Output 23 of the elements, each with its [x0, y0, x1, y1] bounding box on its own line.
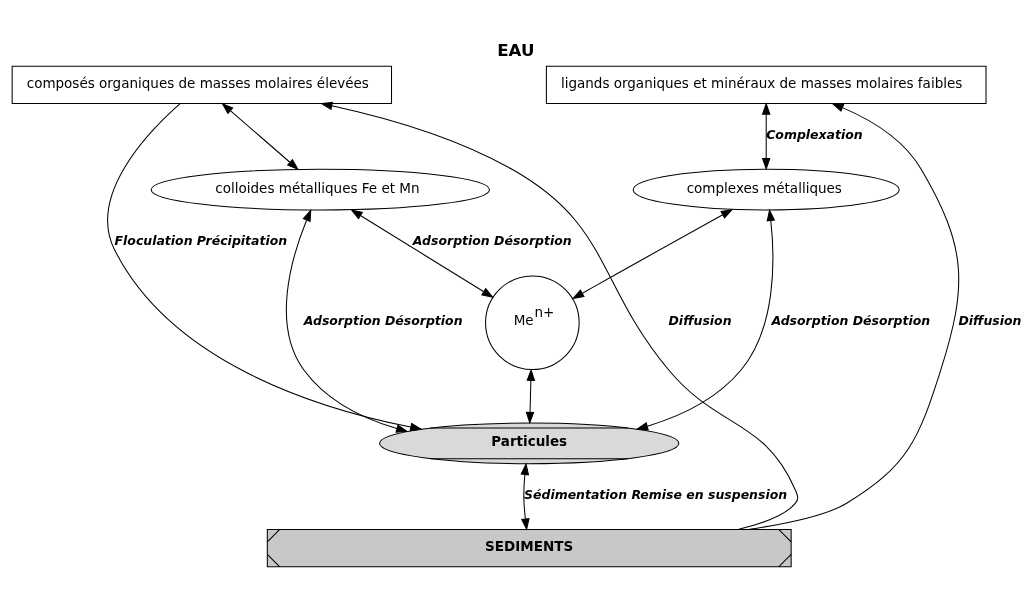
edge-label: Sédimentation Remise en suspension — [524, 486, 788, 502]
edge-label: Floculation Précipitation — [114, 232, 288, 248]
edge-label: Diffusion — [958, 312, 1022, 328]
diagram-title: EAU — [497, 40, 535, 60]
node-ellipse: complexes métalliques — [632, 168, 900, 211]
edge-label: Adsorption Désorption — [771, 312, 931, 328]
arrow — [319, 101, 799, 530]
node-box: ligands organiques et minéraux de masses molaires faibles — [545, 65, 987, 104]
node-box: composés organiques de masses molaires élevées — [11, 65, 393, 104]
edge-label: Adsorption Désorption — [303, 312, 463, 328]
arrow — [350, 208, 494, 298]
arrow — [748, 102, 960, 530]
arrow — [571, 208, 734, 299]
arrow — [635, 208, 776, 430]
arrow — [221, 102, 300, 170]
node-ellipse: colloides métalliques Fe et Mn — [150, 168, 490, 211]
edge-label: Diffusion — [668, 312, 732, 328]
edge-label: Adsorption Désorption — [412, 232, 572, 248]
arrow — [520, 462, 530, 531]
arrow — [761, 101, 771, 170]
arrow — [525, 367, 536, 424]
arrow — [285, 208, 409, 433]
arrow — [107, 102, 423, 431]
